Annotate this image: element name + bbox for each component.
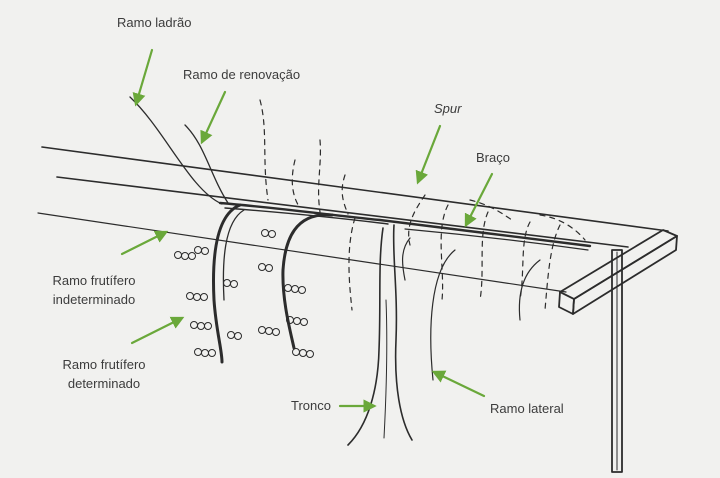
arrow-ramo-lateral <box>431 370 486 398</box>
fruit-buds-right <box>258 229 314 358</box>
trellis-post <box>611 249 623 473</box>
cordon-arm <box>218 201 592 251</box>
label-ramo-ladrao: Ramo ladrão <box>117 15 192 30</box>
label-spur: Spur <box>434 101 462 116</box>
trellis-wire-top <box>41 146 669 232</box>
arrow-ramo-renovacao <box>200 90 227 145</box>
arrow-ramo-ladrao <box>132 48 154 107</box>
label-ramo-renovacao: Ramo de renovação <box>183 67 301 82</box>
label-tronco: Tronco <box>291 398 331 413</box>
long-shoots <box>129 96 349 215</box>
fruiting-canes <box>212 203 334 364</box>
trellis-wires <box>37 146 669 293</box>
arrow-ramo-frutifero-indeterminado <box>120 230 169 256</box>
label-ramo-frutifero-determinado: Ramo frutífero determinado <box>54 355 154 393</box>
arrow-braco <box>464 172 494 228</box>
label-ramo-frutifero-determinado-line2: determinado <box>67 376 141 391</box>
trellis-crossbar <box>558 229 678 315</box>
trellis-wire-bottom <box>37 212 567 293</box>
trellis-wire-middle <box>56 176 629 248</box>
lateral-shoots <box>348 194 586 381</box>
label-ramo-frutifero-indeterminado: Ramo frutífero indeterminado <box>44 271 144 309</box>
label-arrows <box>120 48 494 413</box>
trunk <box>347 224 413 446</box>
label-ramo-frutifero-indeterminado-line1: Ramo frutífero <box>52 273 136 288</box>
label-ramo-lateral: Ramo lateral <box>490 401 564 416</box>
label-ramo-frutifero-indeterminado-line2: indeterminado <box>52 292 136 307</box>
label-ramo-frutifero-determinado-line1: Ramo frutífero <box>62 357 146 372</box>
fruit-buds-left <box>174 246 242 357</box>
arrow-spur <box>415 124 442 185</box>
arrow-ramo-frutifero-determinado <box>130 316 185 345</box>
label-braco: Braço <box>476 150 510 165</box>
